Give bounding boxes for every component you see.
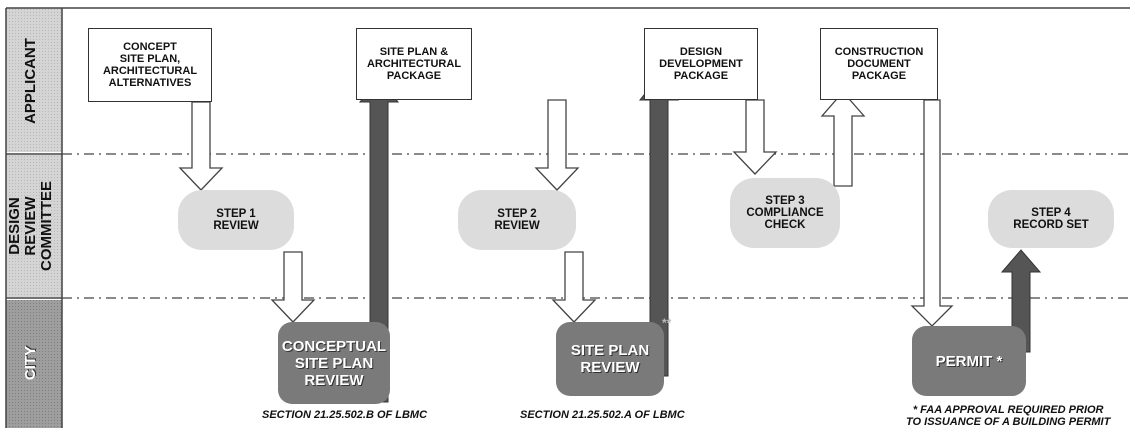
lane-label-applicant: APPLICANT: [22, 38, 39, 124]
section-a-note: SECTION 21.25.502.A OF LBMC: [520, 409, 685, 421]
arrow-to-step2: [534, 99, 580, 191]
concept-box: CONCEPT SITE PLAN, ARCHITECTURAL ALTERNA…: [88, 28, 212, 102]
arrow-step3-to-construction: [820, 91, 866, 187]
construction-document-box: CONSTRUCTION DOCUMENT PACKAGE: [820, 28, 938, 100]
section-b-note: SECTION 21.25.502.B OF LBMC: [262, 409, 428, 421]
conceptual-site-plan-review-block: CONCEPTUAL SITE PLAN REVIEW: [278, 322, 390, 404]
arrow-permit-to-step4: [1000, 249, 1042, 353]
step3-compliance-oval: STEP 3 COMPLIANCE CHECK: [730, 178, 840, 248]
site-plan-review-block: SITE PLAN REVIEW: [556, 322, 664, 396]
step4-record-set-oval: STEP 4 RECORD SET: [988, 190, 1114, 248]
site-plan-package-box: SITE PLAN & ARCHITECTURAL PACKAGE: [356, 28, 472, 100]
arrow-design-dev-to-step3: [732, 99, 778, 175]
step1-review-oval: STEP 1 REVIEW: [178, 190, 294, 250]
lane-label-committee: DESIGN REVIEW COMMITTEE: [6, 181, 55, 271]
lane-label-city: CITY: [21, 345, 39, 381]
design-development-box: DESIGN DEVELOPMENT PACKAGE: [644, 28, 758, 100]
permit-block: PERMIT *: [912, 326, 1026, 396]
applicant-lane-bg: [6, 8, 62, 152]
site-plan-footnote-mark: **: [662, 316, 672, 330]
city-lane-bg: [6, 300, 62, 428]
arrow-concept-to-step1: [178, 101, 224, 191]
arrow-step1-to-city: [270, 251, 316, 323]
committee-lane-bg: [6, 155, 62, 297]
faa-footnote: * FAA APPROVAL REQUIRED PRIOR TO ISSUANC…: [906, 404, 1111, 428]
arrow-step2-to-city: [551, 251, 597, 323]
step2-review-oval: STEP 2 REVIEW: [458, 190, 576, 250]
arrow-construction-to-permit: [910, 99, 954, 327]
